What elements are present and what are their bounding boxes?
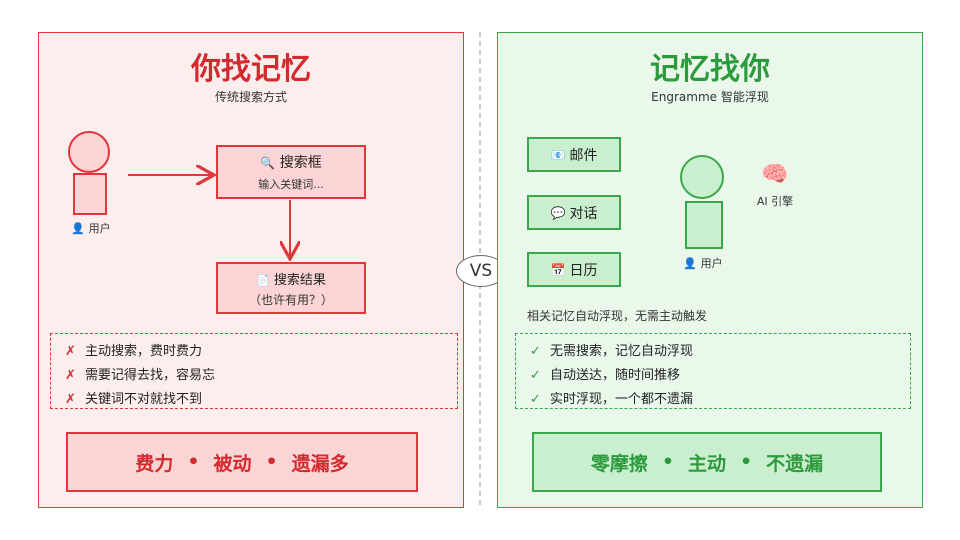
brain-icon: 🧠	[761, 162, 789, 187]
left-summary-bar: 费力 • 被动 • 遗漏多	[66, 432, 418, 492]
source-calendar: 📅 日历	[527, 252, 621, 287]
cons-item: ✗ 关键词不对就找不到	[65, 388, 457, 412]
right-title: 记忆找你	[650, 52, 770, 87]
right-user-body	[685, 201, 723, 249]
left-cons-box: ✗ 主动搜索，费时费力 ✗ 需要记得去找，容易忘 ✗ 关键词不对就找不到	[50, 333, 458, 409]
check-mark: ✓	[530, 344, 541, 359]
source-mail: 📧 邮件	[527, 137, 621, 172]
cons-text: 主动搜索，费时费力	[85, 344, 203, 359]
summary-word: 主动	[687, 452, 726, 475]
document-icon: 📄	[256, 273, 270, 287]
left-user-head	[68, 131, 110, 173]
bullet-dot: •	[740, 451, 753, 473]
source-label: 日历	[569, 262, 598, 279]
user-icon: 👤	[683, 257, 698, 270]
pros-text: 无需搜索，记忆自动浮现	[550, 344, 694, 359]
right-user-label-wrap: 👤 用户	[668, 255, 738, 271]
bullet-dot: •	[265, 451, 278, 473]
bullet-dot: •	[661, 451, 674, 473]
pros-item: ✓ 实时浮现，一个都不遗漏	[530, 388, 910, 412]
summary-word: 费力	[135, 452, 174, 475]
pros-text: 自动送达，随时间推移	[550, 368, 681, 383]
right-subtitle: Engramme 智能浮现	[651, 90, 769, 104]
right-summary-bar: 零摩擦 • 主动 • 不遗漏	[532, 432, 882, 492]
check-mark: ✓	[530, 368, 541, 383]
source-label: 邮件	[569, 147, 598, 164]
user-icon: 👤	[71, 222, 86, 235]
right-user-label: 用户	[700, 257, 723, 270]
summary-word: 遗漏多	[291, 452, 349, 475]
cons-text: 关键词不对就找不到	[85, 392, 203, 407]
pros-item: ✓ 无需搜索，记忆自动浮现	[530, 340, 910, 364]
right-caption: 相关记忆自动浮现，无需主动触发	[527, 309, 708, 323]
engine-label: AI 引擎	[756, 195, 794, 208]
cross-mark: ✗	[65, 392, 76, 407]
left-user-body	[73, 173, 107, 215]
result-node: 📄 搜索结果 （也许有用？）	[216, 262, 366, 314]
cons-text: 需要记得去找，容易忘	[85, 368, 216, 383]
cross-mark: ✗	[65, 368, 76, 383]
cross-mark: ✗	[65, 344, 76, 359]
source-label: 对话	[569, 205, 598, 222]
search-box-node: 🔍 搜索框 输入关键词...	[216, 145, 366, 199]
summary-word: 不遗漏	[766, 452, 824, 475]
calendar-icon: 📅	[550, 262, 566, 277]
search-box-title: 搜索框	[279, 155, 322, 171]
source-chat: 💬 对话	[527, 195, 621, 230]
result-sub: （也许有用？）	[248, 292, 333, 307]
search-box-hint: 输入关键词...	[258, 178, 324, 191]
left-user-label-wrap: 👤 用户	[56, 220, 126, 236]
magnifier-icon: 🔍	[260, 156, 276, 170]
cons-item: ✗ 需要记得去找，容易忘	[65, 364, 457, 388]
cons-item: ✗ 主动搜索，费时费力	[65, 340, 457, 364]
summary-word: 被动	[213, 452, 252, 475]
chat-icon: 💬	[550, 205, 566, 220]
summary-word: 零摩擦	[590, 452, 648, 475]
result-title: 搜索结果	[273, 272, 326, 288]
vs-text: VS	[469, 261, 493, 281]
bullet-dot: •	[187, 451, 200, 473]
check-mark: ✓	[530, 392, 541, 407]
right-user-head	[680, 155, 724, 199]
left-title: 你找记忆	[191, 52, 311, 87]
left-user-label: 用户	[88, 222, 111, 235]
pros-item: ✓ 自动送达，随时间推移	[530, 364, 910, 388]
left-subtitle: 传统搜索方式	[214, 90, 287, 104]
pros-text: 实时浮现，一个都不遗漏	[550, 392, 694, 407]
right-pros-box: ✓ 无需搜索，记忆自动浮现 ✓ 自动送达，随时间推移 ✓ 实时浮现，一个都不遗漏	[515, 333, 911, 409]
mail-icon: 📧	[550, 147, 566, 162]
